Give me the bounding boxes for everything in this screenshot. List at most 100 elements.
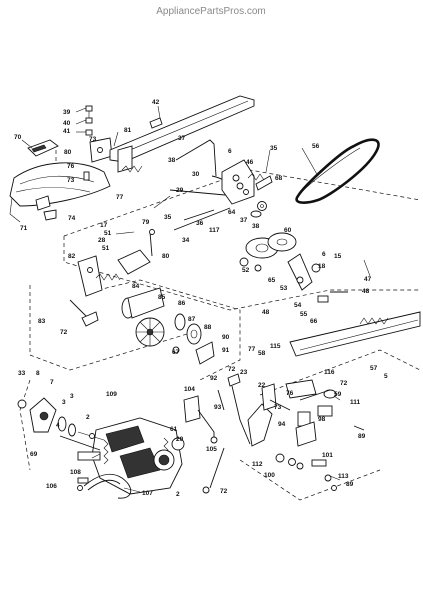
callout-label: 30 [192,171,200,178]
callout-label: 5 [384,373,388,380]
callout-label: 38 [252,223,260,230]
deck-hood [9,162,111,223]
callout-label: 48 [362,288,370,295]
callout-label: 100 [264,472,275,479]
callout-label: 84 [132,283,140,290]
callout-label: 35 [270,145,278,152]
callout-label: 107 [142,490,153,497]
callout-label: 42 [152,99,160,106]
callout-label: 71 [20,225,28,232]
callout-label: 58 [258,350,266,357]
callout-label: 17 [100,222,108,229]
callout-label: 3 [62,399,66,406]
callout-label: 115 [270,343,281,350]
callout-label: 68 [275,175,283,182]
callout-label: 57 [370,365,378,372]
callout-label: 101 [322,452,333,459]
hose [77,473,132,499]
callout-label: 112 [252,461,263,468]
callout-label: 89 [358,433,366,440]
callout-label: 51 [102,245,110,252]
callout-label: 3 [70,393,74,400]
callout-label: 80 [64,149,72,156]
callout-label: 116 [324,369,335,376]
watermark: AppliancePartsPros.com [156,6,266,17]
callout-label: 83 [38,318,46,325]
callout-label: 111 [350,399,361,406]
callout-label: 89 [346,481,354,488]
callout-label: 48 [262,309,270,316]
callout-label: 41 [63,128,71,135]
callout-label: 33 [18,370,26,377]
callout-label: 74 [68,215,76,222]
callout-labels: 39 40 41 70 73 76 80 73 77 71 74 42 81 3… [14,99,388,498]
bottom-hardware [275,425,365,491]
callout-label: 113 [338,473,349,480]
callout-label: 73 [89,136,97,143]
drive-belt [295,138,380,204]
callout-label: 81 [124,127,132,134]
callout-label: 79 [142,219,150,226]
callout-label: 8 [36,370,40,377]
callout-label: 29 [176,187,184,194]
fan-assembly [121,287,215,365]
callout-label: 23 [240,369,248,376]
right-linkage [261,379,337,447]
callout-label: 93 [214,404,222,411]
callout-label: 77 [116,194,124,201]
callout-label: 72 [220,488,228,495]
springs [95,165,265,281]
shift-bracket [69,229,155,327]
callout-label: 2 [176,491,180,498]
pulley-assembly [239,232,348,303]
callout-label: 65 [268,277,276,284]
callout-label: 20 [176,436,184,443]
callout-label: 90 [222,334,230,341]
brake-linkage [183,373,273,494]
callout-label: 73 [67,177,75,184]
callout-label: 56 [312,143,320,150]
callout-label: 105 [206,446,217,453]
callout-label: 73 [274,404,282,411]
callout-label: 86 [178,300,186,307]
callout-label: 61 [170,426,178,433]
callout-label: 91 [222,347,230,354]
callout-label: 34 [182,237,190,244]
callout-label: 40 [63,120,71,127]
callout-label: 36 [196,220,204,227]
callout-label: 2 [86,414,90,421]
callout-label: 117 [209,227,220,234]
callout-label: 87 [188,316,196,323]
callout-label: 82 [68,253,76,260]
callout-label: 72 [340,380,348,387]
callout-label: 7 [50,379,54,386]
callout-label: 66 [310,318,318,325]
callout-label: 18 [318,263,326,270]
callout-label: 77 [248,346,256,353]
callout-label: 37 [178,135,186,142]
bracket-assembly [27,105,113,221]
callout-label: 39 [63,109,71,116]
frame-bar-top [109,95,255,173]
callout-label: 70 [14,134,22,141]
callout-label: 76 [286,390,294,397]
callout-label: 38 [168,157,176,164]
group-outlines [19,150,421,501]
callout-label: 69 [30,451,38,458]
callout-label: 28 [98,237,106,244]
callout-label: 88 [204,324,212,331]
center-bracket [221,159,273,218]
callout-label: 108 [70,469,81,476]
callout-label: 6 [228,148,232,155]
wheel-hub [17,397,105,441]
callout-label: 60 [284,227,292,234]
callout-label: 106 [46,483,57,490]
callout-label: 98 [318,416,326,423]
callout-label: 104 [184,386,195,393]
callout-label: 94 [278,421,286,428]
callout-label: 92 [210,375,218,382]
callout-label: 35 [164,214,172,221]
callout-label: 85 [158,294,166,301]
callout-label: 4 [56,422,60,429]
